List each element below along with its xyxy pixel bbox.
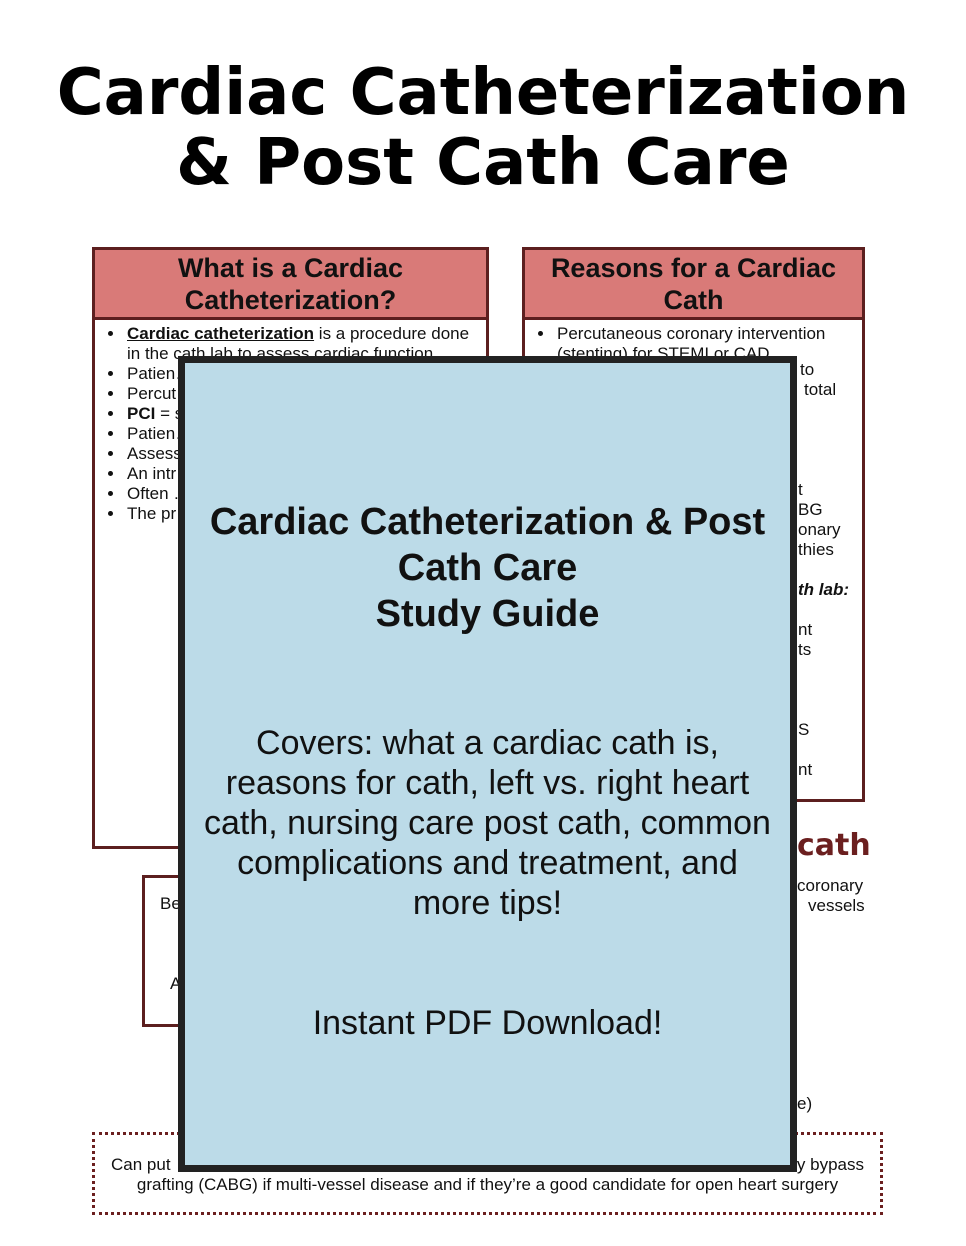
overlay-title: Cardiac Catheterization & Post Cath Care… [185,499,790,637]
fragment-text: ts [798,640,812,659]
list-item-term: PCI [127,404,156,423]
fragment-text: A [170,974,182,993]
fragment-text: onary [798,520,841,539]
note-line-2: grafting (CABG) if multi-vessel disease … [136,1175,839,1194]
overlay-desc-line-3: cath, nursing care post cath, common [204,804,771,842]
overlay-title-line-2: Cath Care [397,547,578,589]
fragment-text: thies [798,540,834,559]
fragment-text: th lab: [798,580,849,599]
overlay-desc-line-1: Covers: what a cardiac cath is, [256,724,719,762]
fragment-text: e) [797,1094,813,1113]
lower-heading-fragment: cath [797,828,871,863]
page-title-line-1: Cardiac Catheterization [56,56,910,130]
overlay-description: Covers: what a cardiac cath is, reasons … [185,723,790,923]
instant-download-label: Instant PDF Download! [312,1004,663,1042]
page-title-line-2: & Post Cath Care [176,126,790,200]
overlay-desc-line-4: complications and treatment, and [237,844,738,882]
what-is-cath-heading: What is a Cardiac Catheterization? [95,250,486,320]
note-line-1-right: y bypass [796,1155,864,1174]
overlay-desc-line-5: more tips! [412,884,563,922]
fragment-text: Be [160,894,181,913]
overlay-title-line-1: Cardiac Catheterization & Post [209,501,766,543]
fragment-text: coronary [797,876,864,895]
overlay-desc-line-2: reasons for cath, left vs. right heart [225,764,750,802]
fragment-text: total [804,380,837,399]
fragment-text: to [800,360,815,379]
study-guide-overlay: Cardiac Catheterization & Post Cath Care… [178,356,797,1172]
reasons-for-cath-heading: Reasons for a Cardiac Cath [525,250,862,320]
fragment-text: nt [798,620,813,639]
left-vs-right-box [142,875,192,1027]
note-line-1-left: Can put [111,1155,171,1174]
page-title: Cardiac Catheterization & Post Cath Care [0,58,966,198]
fragment-text: nt [798,760,813,779]
fragment-text: vessels [808,896,865,915]
overlay-title-line-3: Study Guide [375,593,600,635]
list-item-term: Cardiac catheterization [127,324,315,343]
fragment-text: S [798,720,810,739]
fragment-text: BG [798,500,823,519]
fragment-text: t [798,480,803,499]
